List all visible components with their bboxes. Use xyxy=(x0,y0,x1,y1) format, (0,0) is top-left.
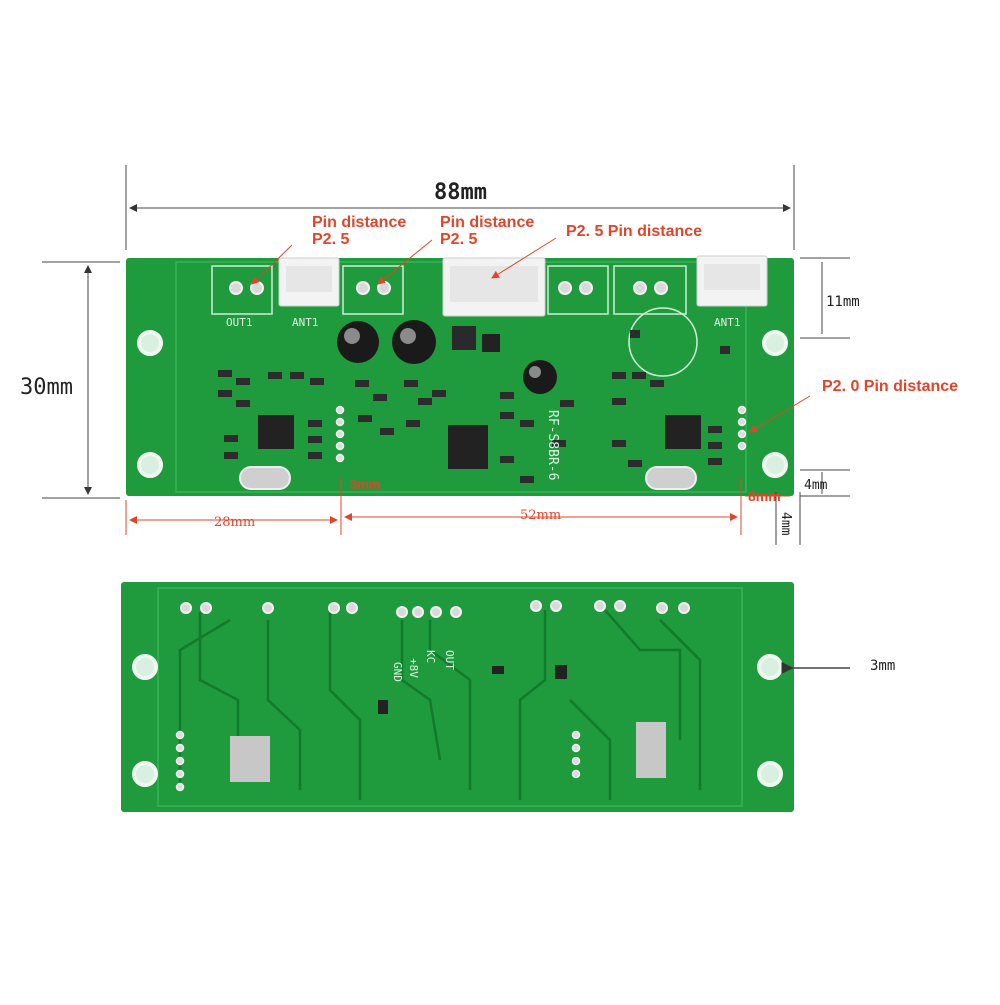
mounting-hole xyxy=(132,654,783,787)
total-height-label: 30mm xyxy=(20,375,73,400)
silk-ant1-right: ANT1 xyxy=(714,316,741,329)
back-board xyxy=(121,582,794,812)
mounting-hole xyxy=(137,330,788,478)
callout-text: Pin distance xyxy=(440,214,535,231)
height-4mm-label: 4mm xyxy=(804,478,828,493)
gap-8mm-label: 8mm xyxy=(748,488,781,504)
total-width-label: 88mm xyxy=(434,180,487,205)
height-11mm-label: 11mm xyxy=(826,294,860,310)
front-board xyxy=(126,255,794,496)
gap-3mm-label: 3mm xyxy=(350,477,381,492)
silk-kc: KC xyxy=(424,650,437,664)
electrolytic-capacitor xyxy=(337,320,557,394)
crystal-oscillator xyxy=(239,466,697,490)
width-4mm-label: 4mm xyxy=(778,512,793,536)
silk-ant1-left: ANT1 xyxy=(292,316,319,329)
ic-chip xyxy=(258,334,701,469)
silk-out1: OUT1 xyxy=(226,316,253,329)
red-dimension-lines xyxy=(125,237,811,535)
silk-out: OUT xyxy=(443,650,456,670)
callout-text: Pin distance xyxy=(312,214,407,231)
back-hole-3mm-label: 3mm xyxy=(870,658,896,674)
pin-distance-callout-1: Pin distance P2. 5 xyxy=(312,214,406,248)
callout-value: P2. 5 xyxy=(440,231,478,248)
jst-connector xyxy=(278,255,768,317)
silk-gnd: GND xyxy=(391,662,404,682)
span-28mm-label: 28mm xyxy=(214,515,256,530)
dimension-lines xyxy=(42,165,850,674)
silk-8v: +8V xyxy=(407,658,420,678)
span-52mm-label: 52mm xyxy=(520,508,562,523)
callout-value: P2. 5 xyxy=(312,231,350,248)
pin-distance-callout-3: P2. 5 Pin distance xyxy=(566,223,703,240)
silk-model: RF-S8BR-6 xyxy=(545,410,560,481)
pin-distance-callout-2: Pin distance P2. 5 xyxy=(440,214,534,248)
pin-distance-callout-4: P2. 0 Pin distance xyxy=(822,378,959,395)
